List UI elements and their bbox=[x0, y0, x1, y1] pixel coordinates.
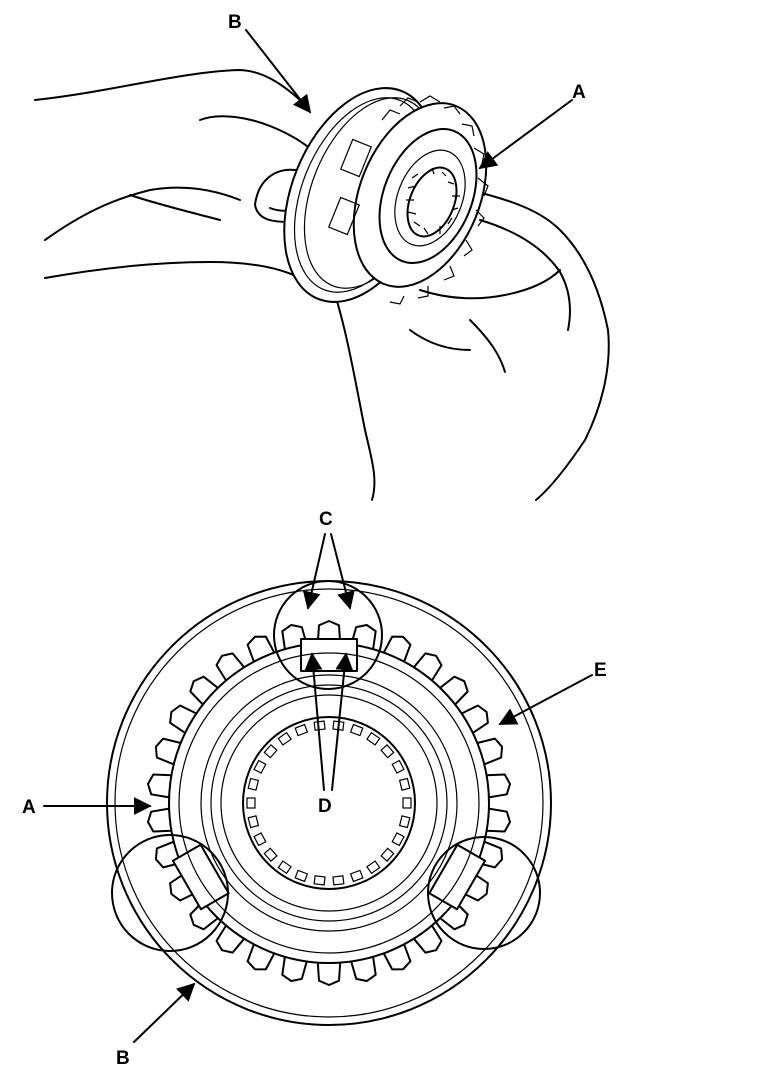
callout-left-a: A bbox=[22, 797, 152, 818]
label-c: C bbox=[319, 509, 333, 530]
callout-top-a: A bbox=[478, 82, 586, 170]
shift-key bbox=[300, 638, 358, 672]
label-left-a: A bbox=[22, 797, 36, 818]
detail-circle-right bbox=[427, 836, 541, 950]
shift-key bbox=[171, 843, 230, 911]
spline-tooth bbox=[398, 777, 411, 791]
detail-circle-top bbox=[273, 580, 383, 690]
detail-circle-left bbox=[111, 834, 229, 952]
spline-tooth bbox=[263, 847, 278, 862]
spline-tooth bbox=[391, 759, 405, 774]
spline-tooth bbox=[247, 815, 260, 829]
label-e: E bbox=[594, 660, 607, 681]
sleeve-tooth bbox=[147, 807, 173, 833]
callout-e: E bbox=[498, 660, 607, 725]
hub-sleeve-perspective bbox=[283, 87, 489, 305]
spline-tooth bbox=[277, 731, 292, 746]
spline-tooth bbox=[253, 759, 267, 774]
inner-splines bbox=[246, 720, 412, 886]
callout-c: C bbox=[302, 509, 355, 610]
spline-tooth bbox=[263, 744, 278, 759]
label-top-b: B bbox=[228, 12, 242, 33]
callout-bottom-b: B bbox=[116, 982, 196, 1069]
spline-tooth bbox=[247, 777, 260, 791]
callout-top-b: B bbox=[228, 12, 312, 114]
label-d: D bbox=[318, 796, 332, 817]
callout-d: D bbox=[304, 652, 354, 817]
sleeve-tooth bbox=[147, 773, 173, 799]
spline-tooth bbox=[349, 723, 364, 737]
spline-tooth bbox=[277, 860, 292, 875]
sleeve-tooth bbox=[485, 807, 511, 833]
shift-key bbox=[428, 843, 487, 911]
spline-tooth bbox=[313, 875, 326, 886]
spline-tooth bbox=[380, 744, 395, 759]
spline-tooth bbox=[253, 832, 267, 847]
spline-tooth bbox=[294, 723, 309, 737]
sleeve-tooth bbox=[316, 961, 342, 986]
sleeve-tooth bbox=[485, 773, 511, 799]
spline-tooth bbox=[402, 797, 412, 809]
spline-tooth bbox=[398, 815, 411, 829]
label-top-a: A bbox=[572, 82, 586, 103]
spline-tooth bbox=[366, 860, 381, 875]
spline-tooth bbox=[332, 875, 345, 886]
spline-tooth bbox=[349, 869, 364, 883]
spline-tooth bbox=[294, 869, 309, 883]
label-bottom-b: B bbox=[116, 1048, 130, 1069]
spline-tooth bbox=[366, 731, 381, 746]
spline-tooth bbox=[246, 797, 256, 809]
spline-tooth bbox=[380, 847, 395, 862]
spline-tooth bbox=[391, 832, 405, 847]
spline-tooth bbox=[313, 720, 326, 731]
